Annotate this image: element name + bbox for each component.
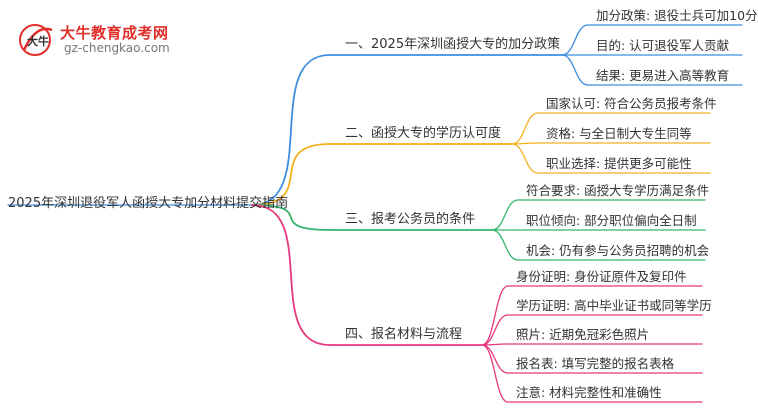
leaf-4-4: 报名表: 填写完整的报名表格 <box>516 356 675 371</box>
connector-branch-1-leaf-3 <box>561 54 589 86</box>
leaf-4-1: 身份证明: 身份证原件及复印件 <box>516 269 687 284</box>
connector-root-branch-2 <box>251 143 331 206</box>
connector-branch-2-leaf-1 <box>511 112 539 145</box>
logo-name: 大牛教育成考网 <box>60 24 169 42</box>
connector-branch-2-leaf-3 <box>511 143 539 174</box>
connector-root-branch-4 <box>251 204 331 346</box>
branch-3-label: 三、报考公务员的条件 <box>345 212 476 227</box>
connector-branch-4-leaf-2 <box>481 314 509 346</box>
leaf-3-3: 机会: 仍有参与公务员招聘的机会 <box>526 243 710 258</box>
leaf-4-2: 学历证明: 高中毕业证书或同等学历 <box>516 298 712 313</box>
root-node: 2025年深圳退役军人函授大专加分材料提交指南 <box>8 196 289 211</box>
connector-root-branch-1 <box>251 54 331 206</box>
branch-1-label: 一、2025年深圳函授大专的加分政策 <box>345 37 561 52</box>
site-logo: 大牛 大牛教育成考网 gz-chengkao.com <box>18 20 218 60</box>
leaf-3-2: 职位倾向: 部分职位偏向全日制 <box>526 213 697 228</box>
leaf-4-3: 照片: 近期免冠彩色照片 <box>516 327 650 342</box>
logo-url: gz-chengkao.com <box>64 41 170 55</box>
branch-2-label: 二、函授大专的学历认可度 <box>345 126 502 141</box>
connector-root-branch-3 <box>251 204 331 231</box>
leaf-2-1: 国家认可: 符合公务员报考条件 <box>546 96 717 111</box>
connector-branch-3-leaf-1 <box>491 199 519 231</box>
leaf-2-3: 职业选择: 提供更多可能性 <box>546 156 692 171</box>
leaf-3-1: 符合要求: 函授大专学历满足条件 <box>526 183 710 198</box>
connector-branch-4-leaf-4 <box>481 344 509 374</box>
connector-branch-3-leaf-3 <box>491 229 519 261</box>
branch-4-label: 四、报名材料与流程 <box>345 327 463 342</box>
leaf-2-2: 资格: 与全日制大专生同等 <box>546 126 692 141</box>
leaf-1-2: 目的: 认可退役军人贡献 <box>596 38 730 53</box>
connector-branch-4-leaf-5 <box>481 344 509 403</box>
leaf-1-1: 加分政策: 退役士兵可加10分 <box>596 8 758 23</box>
connector-branch-4-leaf-1 <box>481 285 509 346</box>
logo-mark-icon: 大牛 <box>19 24 53 56</box>
leaf-4-5: 注意: 材料完整性和准确性 <box>516 385 662 400</box>
leaf-1-3: 结果: 更易进入高等教育 <box>596 68 730 83</box>
connector-branch-1-leaf-1 <box>561 24 589 56</box>
logo-mark-text: 大牛 <box>27 34 49 48</box>
